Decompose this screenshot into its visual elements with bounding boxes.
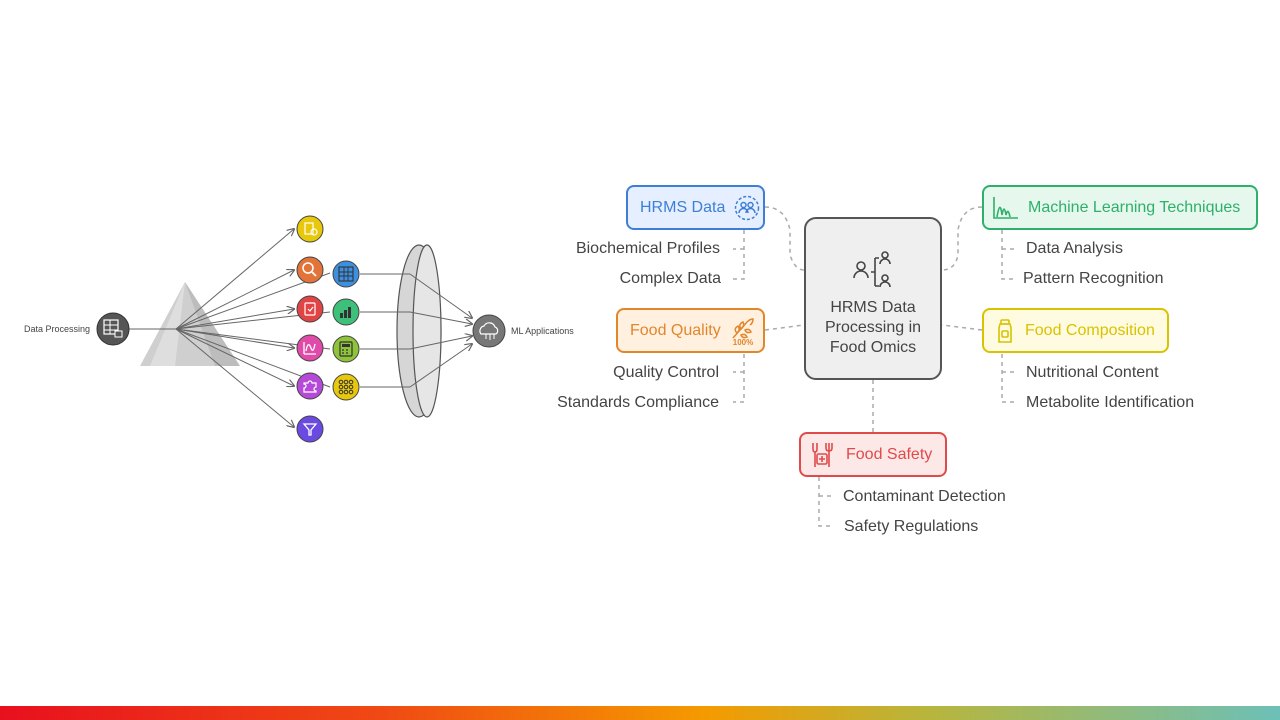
ml-item-pattern-recognition: Pattern Recognition	[1023, 270, 1164, 287]
composition-item-nutritional-content: Nutritional Content	[1026, 364, 1159, 381]
svg-text:100%: 100%	[732, 338, 752, 346]
bar-chart-icon	[332, 298, 360, 326]
branch-label: Food Composition	[1025, 321, 1155, 339]
calculator-icon	[332, 335, 360, 363]
outer-icon-column	[296, 215, 324, 443]
safety-item-contaminant-detection: Contaminant Detection	[843, 488, 1006, 505]
dots-grid-icon	[332, 373, 360, 401]
branch-machine-learning: Machine Learning Techniques	[982, 185, 1258, 230]
inner-icon-column	[332, 260, 360, 401]
search-icon	[296, 256, 324, 284]
ml-pipeline-diagram: Data Processing ML Applications	[24, 215, 574, 443]
central-title: HRMS Data Processing in Food Omics	[824, 299, 922, 356]
branch-food-quality: Food Quality 100%	[616, 308, 765, 353]
bottle-icon	[998, 318, 1012, 343]
document-settings-icon	[296, 215, 324, 243]
curve-function-icon	[296, 334, 324, 362]
safety-item-safety-regulations: Safety Regulations	[844, 518, 979, 535]
branch-label: Food Quality	[630, 321, 721, 339]
ml-item-data-analysis: Data Analysis	[1026, 240, 1123, 257]
lens-arrows	[360, 273, 472, 388]
branch-food-composition: Food Composition	[982, 308, 1169, 353]
branch-label: HRMS Data	[640, 198, 726, 216]
table-lock-icon	[96, 312, 130, 346]
filter-icon	[296, 415, 324, 443]
people-hierarchy-icon	[853, 251, 891, 288]
source-label: Data Processing	[24, 324, 90, 334]
branch-hrms-data: HRMS Data	[626, 185, 765, 230]
cloud-network-icon	[472, 314, 506, 348]
central-node: HRMS Data Processing in Food Omics	[804, 217, 942, 380]
branch-label: Machine Learning Techniques	[1028, 198, 1241, 216]
branch-label: Food Safety	[846, 445, 933, 463]
puzzle-icon	[296, 372, 324, 400]
wheat-100-icon: 100%	[732, 317, 754, 346]
clipboard-check-icon	[296, 295, 324, 323]
chart-peaks-icon	[993, 196, 1018, 219]
quality-item-standards-compliance: Standards Compliance	[557, 394, 719, 411]
gradient-footer-bar	[0, 706, 1280, 720]
fan-arrows	[175, 229, 331, 427]
hrms-item-complex-data: Complex Data	[619, 270, 721, 287]
grid-icon	[332, 260, 360, 288]
lens-shape	[396, 244, 442, 418]
branch-food-safety: Food Safety	[799, 432, 947, 477]
composition-item-metabolite-identification: Metabolite Identification	[1026, 394, 1195, 411]
target-label: ML Applications	[511, 326, 574, 336]
fork-medkit-icon	[812, 442, 833, 467]
hrms-item-biochemical-profiles: Biochemical Profiles	[575, 240, 720, 257]
quality-item-quality-control: Quality Control	[613, 364, 719, 381]
people-circle-icon	[735, 195, 760, 220]
